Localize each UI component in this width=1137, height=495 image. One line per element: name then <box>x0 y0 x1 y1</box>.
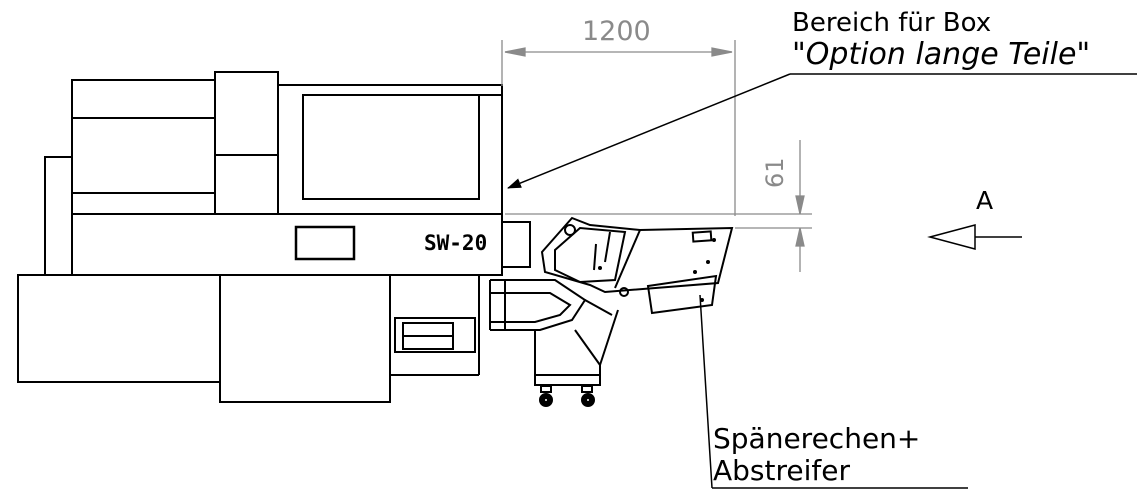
chute <box>489 279 587 331</box>
wheel <box>539 385 595 407</box>
machine-body <box>17 71 531 403</box>
leader-box-area <box>507 73 1137 189</box>
machine-model-label: SW-20 <box>424 231 488 255</box>
chip-rake-subtitle: Abstreifer <box>713 454 850 487</box>
chip-conveyor <box>540 216 734 315</box>
dimension-1200 <box>501 40 736 216</box>
dimension-1200-label: 1200 <box>582 16 651 47</box>
chip-rake-title: Spänerechen+ <box>713 422 921 455</box>
view-marker-label: A <box>976 186 994 215</box>
conveyor-stand <box>534 299 619 386</box>
conveyor-fasteners <box>598 238 716 302</box>
dimension-61-label: 61 <box>761 157 789 188</box>
view-arrow-a <box>927 224 1022 250</box>
box-area-title: Bereich für Box <box>792 8 992 38</box>
box-area-subtitle: "Option lange Teile" <box>792 37 1091 72</box>
dimension-61 <box>505 140 812 272</box>
leader-chip-rake <box>699 294 968 489</box>
part-collector <box>394 317 476 353</box>
